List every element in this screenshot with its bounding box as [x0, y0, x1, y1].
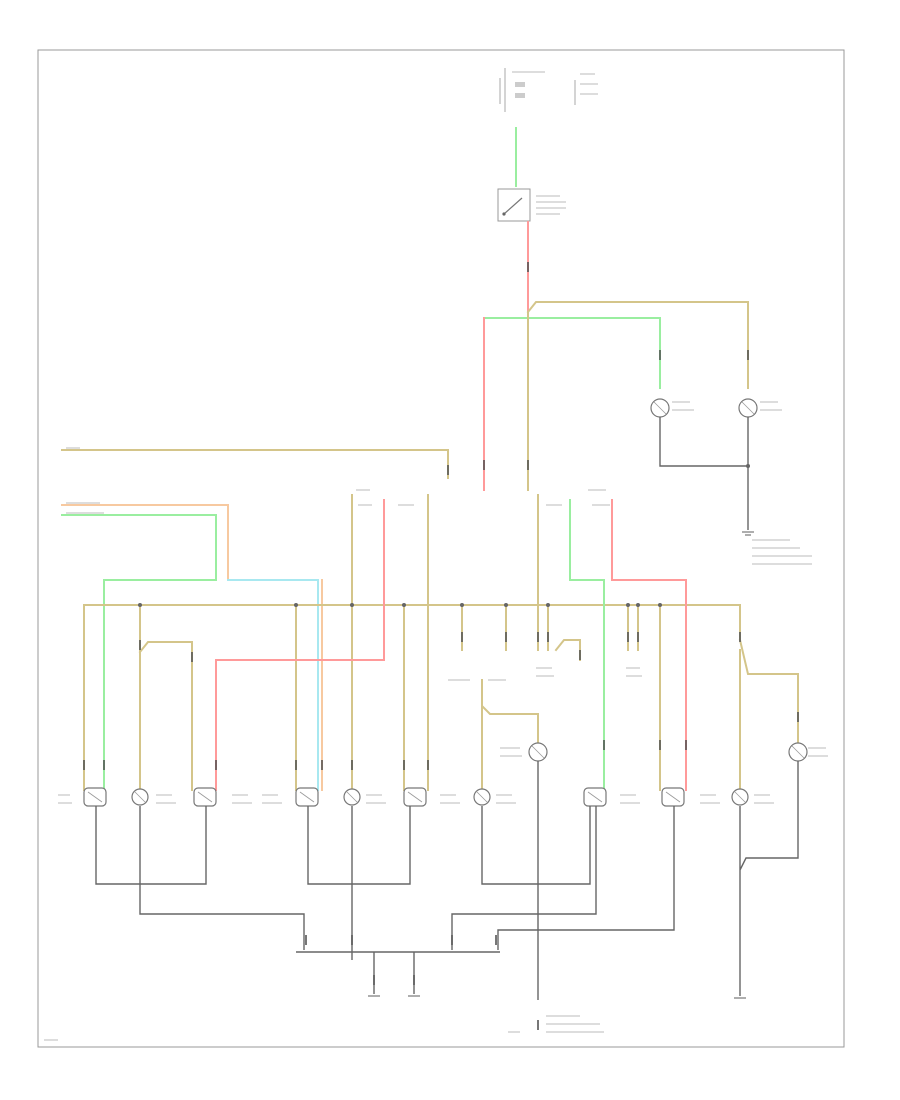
ground-net-left — [95, 806, 411, 960]
lamp-icon — [650, 398, 670, 418]
ground-net-right — [739, 761, 799, 996]
wire-tan-to-center-lamp — [481, 679, 539, 743]
switch-icon — [497, 188, 531, 222]
ground-icon — [368, 995, 746, 999]
lamp-icon — [295, 787, 319, 807]
lamp-icon — [193, 787, 217, 807]
wire-red-right — [611, 499, 687, 791]
lamp-icon — [661, 787, 685, 807]
lamp-icon — [528, 742, 548, 762]
lamp-icon — [473, 788, 491, 806]
lamp-icon — [788, 742, 808, 762]
ground-upper-lamps — [659, 417, 749, 530]
illegible-label-marks — [44, 71, 828, 1041]
wire-green-left — [61, 514, 217, 791]
lamp-icon — [343, 788, 361, 806]
bus-splices — [138, 603, 662, 607]
wire-tan-center-loop — [554, 639, 581, 661]
ground-icon — [742, 531, 754, 536]
wire-blue-left — [227, 579, 319, 791]
wire-orange-left — [61, 504, 229, 581]
connector-icon — [83, 262, 799, 1030]
wire-green-right — [569, 499, 605, 791]
wire-tan-loop-1 — [138, 641, 193, 791]
lamp-icon — [738, 398, 758, 418]
wire-red-mid-column-b — [215, 499, 385, 791]
wire-green-upper-bus — [483, 317, 661, 389]
ground-bus-bottom — [296, 951, 500, 994]
lamp-icon — [131, 788, 149, 806]
wire-tan-left-top — [61, 449, 449, 479]
lamp-icon — [731, 788, 749, 806]
lamp-icon — [83, 787, 107, 807]
splice-dot — [746, 464, 750, 468]
ground-net-center — [451, 761, 675, 1000]
lamp-icon — [583, 787, 607, 807]
wire-tan-far-right — [738, 638, 799, 743]
wire-tan-main-bus — [83, 604, 741, 641]
lamp-icon — [403, 787, 427, 807]
diagram-frame — [37, 49, 845, 1048]
power-source-block — [499, 68, 576, 112]
wire-tan-upper-bus — [526, 301, 749, 389]
